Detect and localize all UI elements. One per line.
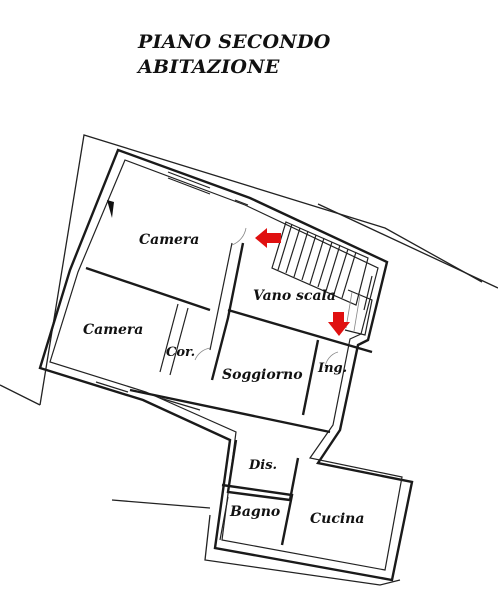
room-label-soggiorno: Soggiorno — [222, 367, 303, 383]
staircase — [271, 221, 373, 336]
plan-title-use: ABITAZIONE — [138, 56, 280, 78]
outer-walls — [38, 148, 414, 582]
interior-walls — [85, 242, 373, 546]
north-marker-icon — [107, 200, 114, 218]
context-lines — [0, 134, 498, 586]
plan-title-floor: PIANO SECONDO — [138, 31, 331, 53]
room-label-ingresso: Ing. — [317, 361, 347, 376]
room-label-vano-scala: Vano scala — [253, 288, 336, 304]
room-label-disimpegno: Dis. — [248, 458, 277, 473]
entry-arrow-icon — [255, 228, 281, 248]
doors — [194, 227, 339, 369]
room-label-cucina: Cucina — [310, 511, 364, 527]
entry-arrow-down-icon — [328, 312, 350, 336]
room-label-camera-top: Camera — [139, 232, 199, 248]
windows — [95, 171, 373, 411]
room-label-camera-left: Camera — [83, 322, 143, 338]
room-label-corridor: Cor. — [166, 345, 195, 360]
room-label-bagno: Bagno — [229, 504, 280, 520]
